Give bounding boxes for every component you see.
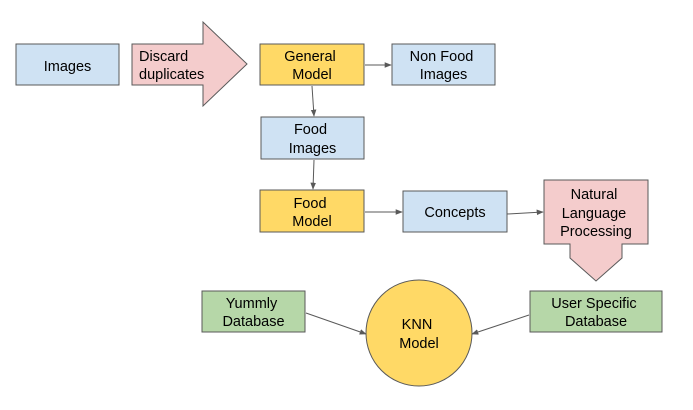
edge-yummly-to-knn: [305, 312, 367, 335]
node-general-model-box: [259, 43, 365, 86]
node-knn-model-label: KNN Model: [399, 317, 439, 352]
edge-food-images-to-food-model: [310, 159, 317, 190]
node-concepts-label: Concepts: [424, 205, 485, 221]
node-general-model: General Model: [259, 43, 365, 86]
nlp-arrow-shape: [543, 179, 649, 282]
node-yummly-database-label: Yummly Database: [222, 296, 284, 330]
node-non-food-images: Non Food Images: [391, 43, 496, 86]
edge-general-to-food-images: [310, 85, 317, 117]
node-discard-duplicates: Discard duplicates: [131, 20, 248, 108]
node-images-box: [15, 43, 120, 86]
node-concepts-box: [402, 190, 508, 233]
node-knn-model: KNN Model: [365, 279, 473, 387]
connectors: [305, 62, 544, 335]
node-yummly-database-box: [201, 290, 306, 333]
node-images-label: Images: [44, 59, 92, 75]
node-discard-label: Discard duplicates: [139, 49, 204, 83]
node-yummly-database: Yummly Database: [201, 290, 306, 333]
edge-user-db-to-knn: [471, 314, 530, 335]
node-concepts: Concepts: [402, 190, 508, 233]
node-user-specific-database-label: User Specific Database: [551, 296, 640, 330]
node-food-images: Food Images: [260, 116, 365, 160]
node-food-model-box: [259, 189, 365, 233]
node-food-model-label: Food Model: [292, 196, 332, 230]
node-nlp: Natural Language Processing: [543, 179, 649, 282]
node-food-model: Food Model: [259, 189, 365, 233]
node-non-food-images-label: Non Food Images: [410, 49, 478, 83]
edge-concepts-to-nlp: [506, 209, 544, 216]
node-user-specific-database: User Specific Database: [529, 290, 663, 333]
node-food-images-label: Food Images: [289, 122, 337, 157]
node-knn-model-circle: [365, 279, 473, 387]
node-non-food-images-box: [391, 43, 496, 86]
node-nlp-label: Natural Language Processing: [560, 187, 632, 240]
node-general-model-label: General Model: [284, 49, 340, 83]
node-images: Images: [15, 43, 120, 86]
discard-arrow-shape: [131, 20, 248, 108]
node-user-specific-database-box: [529, 290, 663, 333]
node-food-images-box: [260, 116, 365, 160]
